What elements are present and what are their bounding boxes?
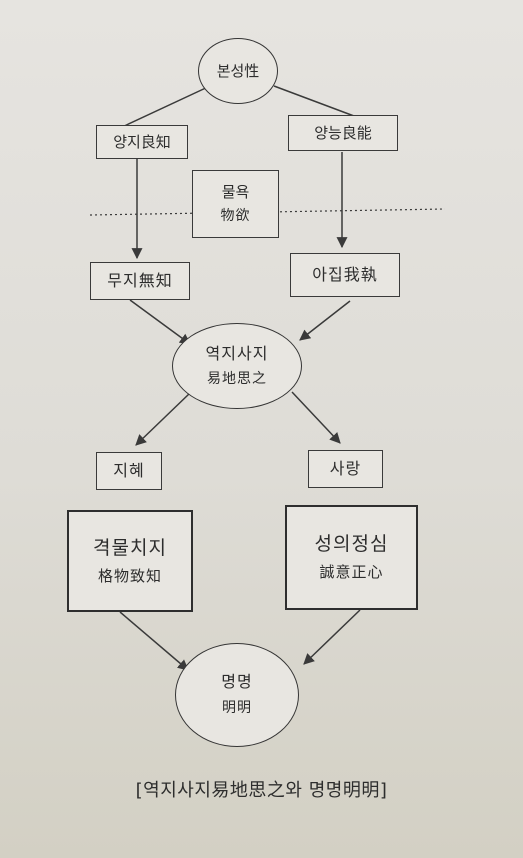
arrow-left-method-to-goal <box>119 611 189 671</box>
center-box-desire: 물욕 物欲 <box>192 170 279 238</box>
goal-hanja: 明明 <box>222 700 252 717</box>
left-method-korean: 격물치지 <box>93 536 167 559</box>
goal-circle: 명명 明明 <box>175 643 299 747</box>
hub-hanja: 易地思之 <box>207 370 267 387</box>
center-box-hanja: 物欲 <box>220 207 251 224</box>
left-branch-label: 양지良知 <box>113 132 171 151</box>
left-method-box: 격물치지 格物致知 <box>67 510 193 612</box>
right-branch-label: 양능良能 <box>314 123 372 142</box>
right-branch-box: 양능良能 <box>288 115 398 151</box>
right-result-box: 아집我執 <box>290 253 400 297</box>
right-virtue-box: 사랑 <box>308 450 383 488</box>
left-virtue-box: 지혜 <box>96 452 162 490</box>
right-method-hanja: 誠意正心 <box>319 563 384 581</box>
right-method-korean: 성의정심 <box>314 533 389 556</box>
right-method-box: 성의정심 誠意正心 <box>285 505 418 610</box>
hub-circle: 역지사지 易地思之 <box>172 323 302 409</box>
connector-top-to-left <box>119 85 211 129</box>
arrow-left-result-to-hub <box>129 299 191 345</box>
arrow-hub-to-left-virtue <box>135 392 191 446</box>
left-virtue-label: 지혜 <box>113 461 145 480</box>
arrow-hub-to-right-virtue <box>291 391 341 444</box>
center-box-korean: 물욕 <box>221 182 250 201</box>
right-result-label: 아집我執 <box>312 265 378 284</box>
goal-korean: 명명 <box>221 672 253 692</box>
left-branch-box: 양지良知 <box>96 125 188 159</box>
top-node-label: 본성性 <box>216 61 260 80</box>
left-result-label: 무지無知 <box>107 271 173 290</box>
right-virtue-label: 사랑 <box>329 459 362 478</box>
figure-caption: [역지사지易地思之와 명명明明] <box>135 780 388 801</box>
left-method-hanja: 格物致知 <box>97 566 162 585</box>
top-node-nature: 본성性 <box>198 38 278 104</box>
left-result-box: 무지無知 <box>90 262 190 300</box>
arrow-right-method-to-goal <box>303 609 361 665</box>
dotted-divider <box>89 208 446 216</box>
arrow-right-result-to-hub <box>299 300 351 341</box>
hub-korean: 역지사지 <box>205 343 269 363</box>
